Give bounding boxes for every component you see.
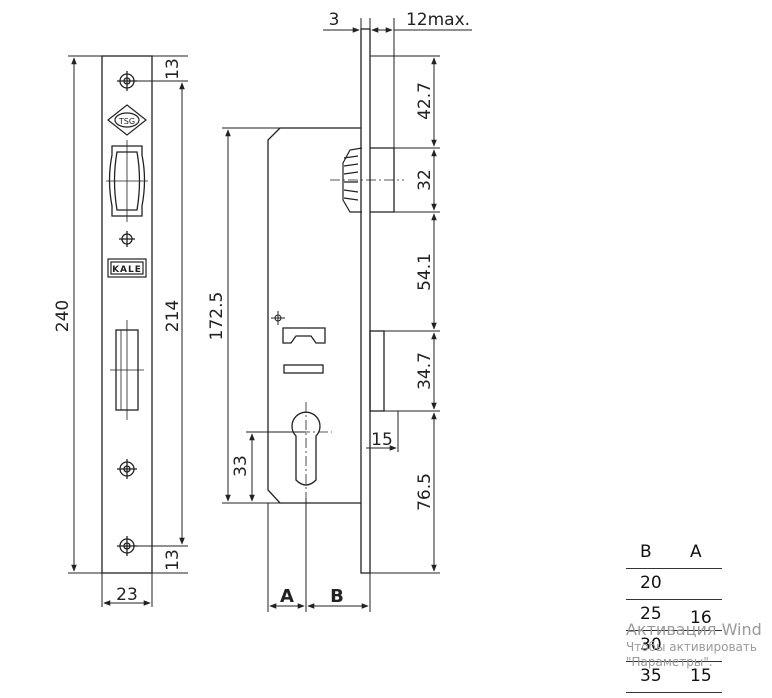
- faceplate-outline: [101, 55, 153, 574]
- deadbolt: [369, 330, 385, 412]
- cylinder-hole: [291, 411, 321, 486]
- follower: [282, 327, 326, 344]
- table-header-a: A: [690, 542, 702, 562]
- table-cell-a: 16: [690, 608, 712, 628]
- dim-13-bottom: 13: [163, 549, 183, 571]
- dim-76-5: 76.5: [415, 473, 435, 511]
- watermark-line-3: "Параметры".: [626, 655, 713, 669]
- screw-hole-middle: [119, 231, 135, 247]
- table-cell-a: 15: [690, 666, 712, 686]
- table-row: 20: [626, 568, 722, 599]
- dim-240: 240: [53, 300, 73, 332]
- kale-logo: [107, 258, 147, 278]
- lock-case: [267, 127, 361, 504]
- latch-opening: [108, 145, 146, 217]
- table-header-b: B: [640, 542, 652, 562]
- dim-15: 15: [371, 430, 393, 450]
- table-row: 30: [626, 630, 722, 661]
- watermark-line-1: Активация Wind: [626, 620, 762, 639]
- table-cell-b: 20: [640, 573, 662, 593]
- dim-12max: 12max.: [406, 10, 470, 30]
- tsg-logo-text: TSG: [118, 117, 135, 126]
- table-cell-b: 30: [640, 635, 662, 655]
- size-table: B A 20 25 16 30 35 15: [626, 538, 722, 693]
- spindle-mark: [271, 311, 285, 325]
- screw-hole-top: [117, 71, 137, 91]
- dim-42-7: 42.7: [415, 82, 435, 120]
- table-row: 35 15: [626, 661, 722, 693]
- watermark-line-2: Чтобы активировать: [626, 640, 757, 654]
- screw-hole-lower: [117, 459, 137, 479]
- slot: [283, 364, 324, 374]
- table-cell-b: 35: [640, 666, 662, 686]
- front-view: [101, 55, 153, 574]
- table-cell-b: 25: [640, 604, 662, 624]
- dim-13-top: 13: [163, 58, 183, 80]
- dim-34-7: 34.7: [415, 352, 435, 390]
- dim-54-1: 54.1: [415, 253, 435, 291]
- dim-a: A: [280, 586, 294, 607]
- dim-214: 214: [163, 300, 183, 332]
- windows-activation-watermark: Активация Wind Чтобы активировать "Парам…: [626, 620, 772, 670]
- dim-33: 33: [231, 455, 251, 477]
- dim-172-5: 172.5: [207, 292, 227, 341]
- side-faceplate: [360, 28, 371, 574]
- side-view: [267, 28, 404, 574]
- table-row: 25 16: [626, 599, 722, 630]
- dim-23: 23: [116, 585, 138, 605]
- dim-3: 3: [329, 10, 340, 30]
- tsg-logo: [107, 104, 147, 136]
- dim-b: B: [330, 586, 344, 607]
- kale-logo-text: KALE: [112, 265, 142, 275]
- dim-32: 32: [415, 169, 435, 191]
- size-table-header: B A: [626, 538, 722, 568]
- screw-hole-bottom: [117, 536, 137, 556]
